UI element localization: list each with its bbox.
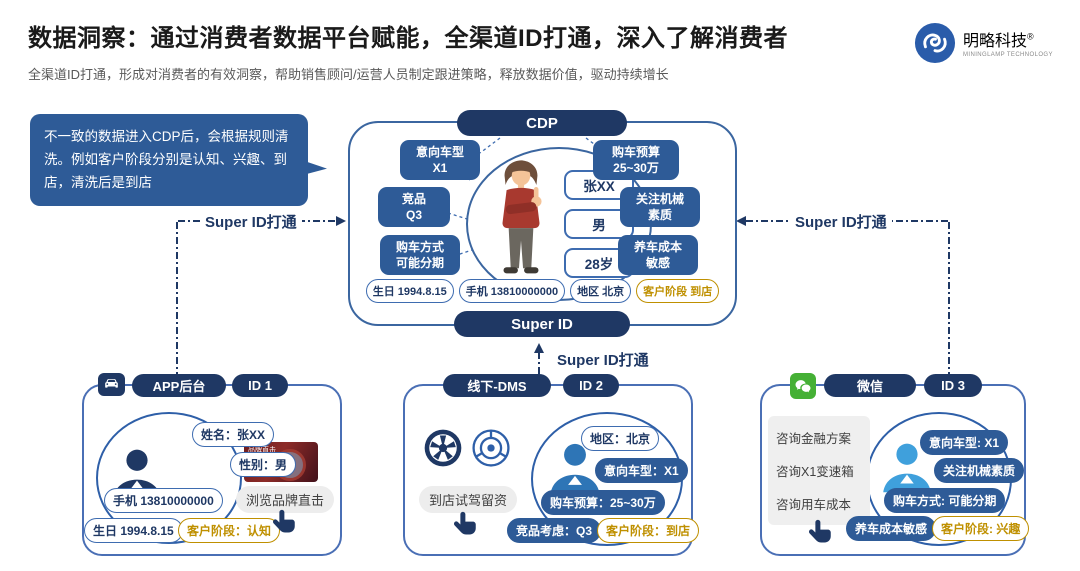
- footer-phone: 手机 13810000000: [458, 279, 566, 303]
- inquiry-line: 咨询X1变速箱: [776, 465, 854, 479]
- dms-action-pill: 到店试驾留资: [419, 486, 518, 513]
- registered-mark: ®: [1027, 31, 1034, 42]
- dms-user-silhouette-icon: [543, 438, 607, 507]
- consumer-illustration: [484, 159, 558, 290]
- right-connector-label: Super ID打通: [790, 211, 892, 232]
- car-icon: [98, 373, 125, 396]
- footer-birthday: 生日 1994.8.15: [365, 279, 454, 303]
- right-connector-drop-line: [948, 222, 950, 383]
- tag-mechanical-quality: 关注机械素质: [620, 187, 700, 228]
- brand-tagline: MININGLAMP TECHNOLOGY: [963, 52, 1053, 59]
- wechat-user-silhouette-icon: [876, 438, 938, 505]
- card-wechat: 微信 ID 3 咨询金融方案 咨询X1变速箱 咨询用车成本 意向车型: X1 关…: [760, 373, 1030, 556]
- brand-name: 明略科技®: [963, 31, 1034, 50]
- cdp-footer-pills: 生日 1994.8.15 手机 13810000000 地区 北京 客户阶段 到…: [356, 279, 729, 303]
- right-connector-arrow-icon: [736, 216, 746, 226]
- page-title: 数据洞察：通过消费者数据平台赋能，全渠道ID打通，深入了解消费者: [28, 25, 788, 52]
- dms-pill-stage: 客户阶段：到店: [597, 518, 700, 543]
- tap-hand-icon: [806, 518, 836, 553]
- bottom-connector-arrow-icon: [534, 343, 544, 353]
- tag-maintenance-cost: 养车成本敏感: [618, 235, 698, 276]
- cdp-cleaning-callout: 不一致的数据进入CDP后，会根据规则清洗。例如客户阶段分别是认知、兴趣、到店，清…: [30, 114, 308, 206]
- wheel-icon: [421, 426, 465, 475]
- dms-pill-budget: 购车预算：25~30万: [541, 490, 665, 515]
- card-app-id-badge: ID 1: [232, 374, 288, 397]
- bottom-connector-line: [538, 352, 540, 383]
- page-subtitle: 全渠道ID打通，形成对消费者的有效洞察，帮助销售顾问/运营人员制定跟进策略，释放…: [28, 67, 669, 82]
- left-connector-label: Super ID打通: [200, 211, 302, 232]
- wechat-pill-model: 意向车型: X1: [920, 430, 1009, 455]
- card-app-backend: APP后台 ID 1 姓名：张XX 性别：男 手机 13810000000 生日…: [82, 373, 342, 556]
- card-dms-id-badge: ID 2: [563, 374, 619, 397]
- app-pill-phone: 手机 13810000000: [104, 488, 223, 513]
- footer-stage: 客户阶段 到店: [636, 279, 720, 303]
- tap-hand-icon: [451, 510, 481, 545]
- app-pill-name: 姓名：张XX: [192, 422, 275, 447]
- cdp-panel: CDP 张XX 男: [348, 110, 737, 337]
- wechat-pill-mechanical: 关注机械素质: [934, 458, 1025, 483]
- card-app-title: APP后台: [132, 374, 226, 397]
- tag-payment-method: 购车方式可能分期: [380, 235, 460, 276]
- wechat-pill-stage: 客户阶段: 兴趣: [932, 516, 1030, 541]
- app-action-pill: 浏览品牌直击: [236, 486, 335, 513]
- steering-wheel-icon: [469, 426, 513, 475]
- card-offline-dms: 线下-DMS ID 2 到店试驾留资: [403, 374, 700, 556]
- inquiry-line: 咨询用车成本: [776, 498, 852, 512]
- bottom-connector-label: Super ID打通: [552, 349, 654, 370]
- mininglamp-logo-icon: [914, 22, 956, 69]
- left-connector-drop-line: [176, 222, 178, 383]
- cdp-title-pill: CDP: [457, 110, 627, 136]
- dms-pill-region: 地区：北京: [581, 426, 660, 451]
- dms-pill-model: 意向车型：X1: [595, 458, 688, 483]
- tap-hand-icon: [270, 508, 300, 543]
- super-id-pill: Super ID: [454, 311, 630, 337]
- dms-pill-competitor: 竞品考虑：Q3: [507, 518, 602, 543]
- footer-region: 地区 北京: [570, 279, 632, 303]
- wechat-pill-cost: 养车成本敏感: [846, 516, 937, 541]
- wechat-inquiry-list: 咨询金融方案 咨询X1变速箱 咨询用车成本: [768, 416, 870, 525]
- app-pill-stage: 客户阶段：认知: [178, 518, 281, 543]
- brand-livestream-label: 品牌直击: [248, 447, 276, 454]
- company-logo: 明略科技® MININGLAMP TECHNOLOGY: [914, 22, 1053, 69]
- app-pill-gender: 性别：男: [230, 452, 297, 477]
- wechat-icon: [790, 373, 816, 399]
- card-wechat-id-badge: ID 3: [924, 374, 982, 397]
- card-dms-title: 线下-DMS: [443, 374, 551, 397]
- left-connector-arrow-icon: [336, 216, 346, 226]
- card-wechat-title: 微信: [824, 374, 916, 397]
- app-pill-birthday: 生日 1994.8.15: [84, 518, 183, 543]
- inquiry-line: 咨询金融方案: [776, 432, 852, 446]
- wechat-pill-payment: 购车方式: 可能分期: [884, 488, 1006, 513]
